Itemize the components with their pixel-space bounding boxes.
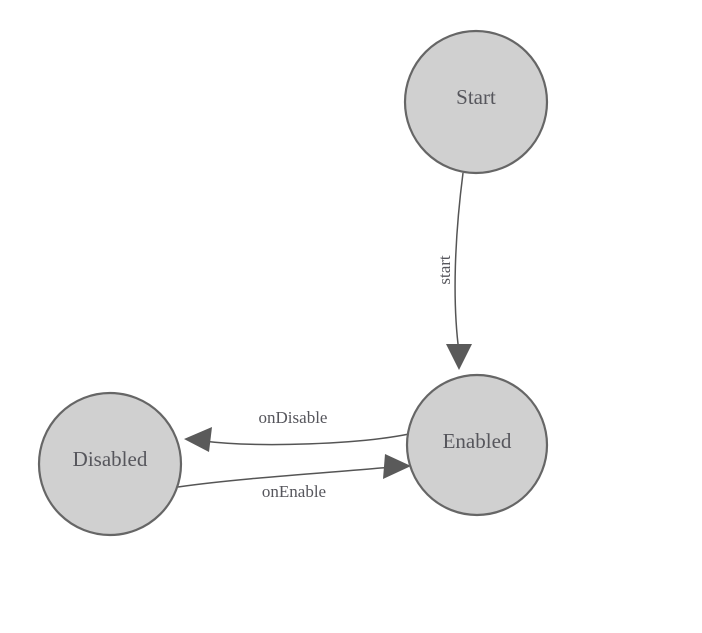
edge-start-to-enabled-arrowhead [446, 344, 472, 370]
edge-label-onenable: onEnable [262, 482, 326, 501]
edge-label-ondisable: onDisable [259, 408, 328, 427]
node-start[interactable]: Start [403, 29, 549, 175]
node-enabled[interactable]: Enabled [405, 373, 549, 517]
edge-start-to-enabled-path [454, 172, 464, 353]
edge-enabled-to-disabled-arrowhead [184, 427, 212, 452]
edge-disabled-to-enabled-arrowhead [383, 454, 411, 479]
node-disabled-label: Disabled [73, 447, 148, 471]
edge-enabled-to-disabled[interactable]: onDisable [184, 408, 410, 452]
node-disabled-circle [37, 391, 183, 537]
edge-enabled-to-disabled-path [202, 433, 410, 446]
node-start-label: Start [456, 85, 496, 109]
edge-disabled-to-enabled[interactable]: onEnable [177, 454, 411, 501]
edge-disabled-to-enabled-path [177, 466, 393, 488]
edge-start-to-enabled[interactable]: start [435, 172, 472, 370]
node-enabled-label: Enabled [443, 429, 512, 453]
node-enabled-circle [405, 373, 549, 517]
node-disabled[interactable]: Disabled [37, 391, 183, 537]
edge-label-start: start [435, 255, 454, 285]
node-start-circle [403, 29, 549, 175]
